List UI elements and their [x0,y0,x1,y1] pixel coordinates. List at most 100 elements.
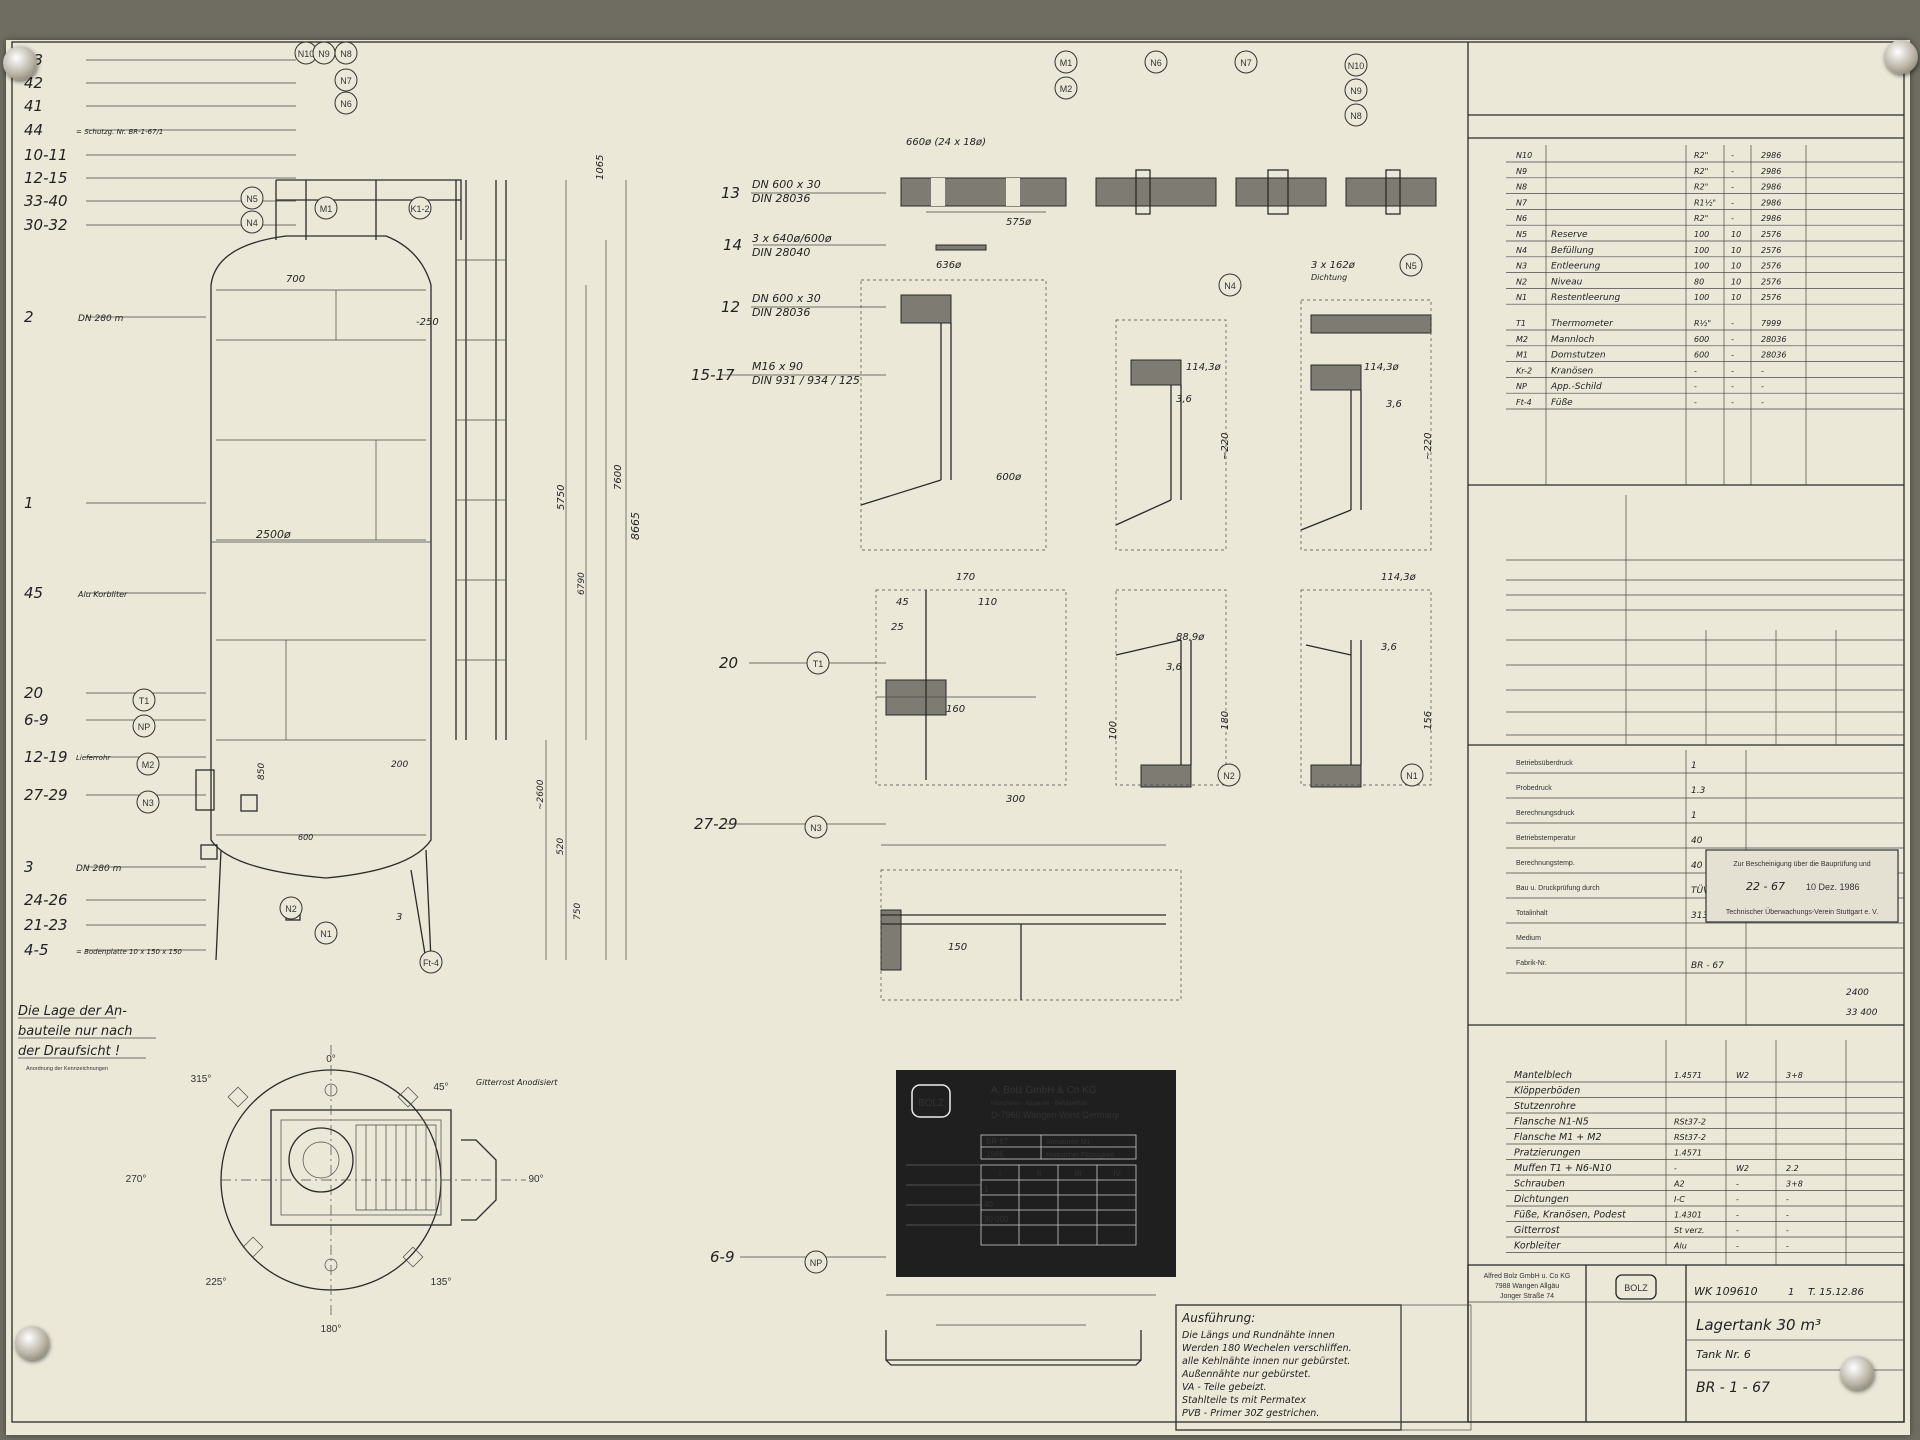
nozzle-pn: - [1731,382,1734,391]
tank-tag-t1 [132,688,156,712]
material-part: Füße, Kranösen, Podest [1514,1210,1627,1221]
tank-tag-n8 [334,41,358,65]
detail-tag-n5-label: N5 [1405,261,1417,271]
material-test: - [1736,1226,1739,1235]
tank-shell [210,235,432,879]
detail-tag-n3-label: N3 [810,823,822,833]
detail-dim: 3,6 [1166,662,1182,673]
tank-dimensions: 7002500ø-25020060010657600866557506790~2… [256,155,642,923]
detail-tag-n3 [804,815,828,839]
tank-tag-np-label: NP [138,722,151,732]
detail-tag-t1 [806,651,830,675]
detail-dim: 100 [1108,721,1119,740]
material-part: Korbleiter [1514,1241,1561,1252]
nozzle-pn: - [1731,398,1734,407]
nozzle-desc: Niveau [1551,277,1583,287]
magnet-pin [1840,1356,1874,1390]
tuv-stamp [1705,849,1899,923]
tank-tag-n7 [334,68,358,92]
nozzle-desc: Domstutzen [1551,351,1606,361]
sheet-number: 1 [1788,1287,1794,1298]
nozzle-size: 100 [1694,230,1709,239]
nameplate-col: II [1037,1169,1041,1178]
nozzle-desc: Mannloch [1551,335,1595,345]
plan-angle: 270° [126,1174,147,1185]
notes-line: Außennähte nur gebürstet. [1181,1369,1311,1380]
detail-tag-n1-label: N1 [1406,771,1418,781]
nozzle-pn: 10 [1731,246,1741,255]
nozzle-id: N5 [1516,230,1527,239]
svg-text:Anordnung der Kennzeichnungen: Anordnung der Kennzeichnungen [26,1066,108,1072]
material-cert: - [1786,1211,1789,1220]
detail-dim: 3,6 [1381,642,1397,653]
detail-ref: 20 [719,654,738,672]
tank-tag-n4-label: N4 [246,218,258,228]
dim-600: 600 [298,833,313,842]
tank-tag-n3 [136,790,160,814]
nozzle-pn: 10 [1731,293,1741,302]
detail-tag-n10 [1344,53,1368,77]
nozzle-id: M2 [1516,335,1528,344]
plan-extra-note: Gitterrost Anodisiert [476,1078,558,1087]
material-part: Klöpperböden [1514,1086,1580,1097]
callout-number: 27-29 [24,786,68,804]
nozzle-din: 2986 [1761,198,1781,207]
nameplate-fabno-note: Armaturen M1 [1046,1139,1090,1146]
design-param: Betriebsüberdruck [1516,760,1573,767]
nozzle-din: 2576 [1761,293,1781,302]
nozzle-din: 2576 [1761,262,1781,271]
weight-full: 33 400 [1846,1008,1878,1018]
material-grade: 1.4571 [1674,1149,1702,1158]
nozzle-size: R2" [1694,183,1708,192]
material-part: Flansche M1 + M2 [1514,1132,1602,1143]
detail-tag-n5 [1399,253,1423,277]
stamp-line1: Zur Bescheinigung über die Bauprüfung un… [1733,861,1870,868]
stamp-text: Zur Bescheinigung über die Bauprüfung un… [1726,861,1878,916]
nozzle-size: 600 [1694,351,1709,360]
nozzle-pn: - [1731,183,1734,192]
dim-2600: ~2600 [536,779,546,810]
tank-tag-n2 [279,896,303,920]
nozzle-din: 7999 [1761,319,1781,328]
nozzle-din: - [1761,366,1764,375]
detail-tag-np-label: NP [810,1258,823,1268]
plan-note-line: der Draufsicht ! [18,1044,120,1059]
detail-tag-n6-label: N6 [1150,58,1162,68]
drawing-date: T. 15.12.86 [1808,1287,1864,1298]
tank-tag-m1-label: M1 [320,204,333,214]
spec-15b: DIN 931 / 934 / 125 [752,374,860,387]
material-grade: Alu [1673,1242,1687,1251]
tank-tag-n3-label: N3 [142,798,154,808]
plan-note-line: bauteile nur nach [18,1024,132,1039]
nozzle-size: - [1694,366,1697,375]
detail-tag-n7 [1234,50,1258,74]
nozzle-size: 100 [1694,246,1709,255]
detail-tag-n2-label: N2 [1223,771,1235,781]
nozzle-din: 2986 [1761,214,1781,223]
material-grade: - [1674,1164,1677,1173]
nozzle-desc: Füße [1551,398,1573,408]
nozzle-size: 100 [1694,262,1709,271]
nozzle-id: N8 [1516,183,1527,192]
nozzle-desc: Kranösen [1551,366,1594,376]
detail-tag-t1-label: T1 [813,659,824,669]
detail-dim: 160 [946,704,965,715]
spec-15a: M16 x 90 [752,360,803,373]
tank-tag-n9-label: N9 [318,49,330,59]
nozzle-id: Ft-4 [1516,398,1532,407]
nozzle-id: N10 [1516,151,1532,160]
nozzle-id: N2 [1516,277,1527,286]
nozzle-din: 2576 [1761,246,1781,255]
nameplate-col: IV [1113,1169,1121,1178]
detail-tag-n2 [1217,763,1241,787]
spec-14b: DIN 28040 [752,246,810,259]
tank-tag-n6 [334,91,358,115]
nameplate-val: 30 000 [984,1215,1009,1224]
detail-ref: 13 [721,184,740,202]
callout-number: 30-32 [24,216,68,234]
nozzle-din: 2986 [1761,151,1781,160]
design-value: 1 [1691,761,1697,771]
